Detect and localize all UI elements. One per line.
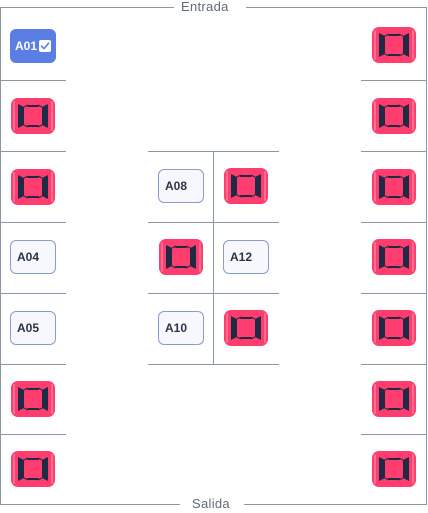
occupied-car-icon (371, 309, 417, 347)
left-divider (0, 151, 66, 152)
occupied-car-icon (158, 238, 204, 276)
slot-a12[interactable]: A12 (223, 240, 269, 274)
top-boundary-left (0, 7, 174, 8)
right-divider (361, 293, 427, 294)
right-divider (361, 364, 427, 365)
occupied-car-icon (371, 238, 417, 276)
center-divider (148, 364, 279, 365)
bottom-boundary-left (0, 504, 180, 505)
occupied-car-icon (10, 380, 56, 418)
slot-a10[interactable]: A10 (158, 311, 204, 345)
occupied-car-icon (371, 380, 417, 418)
left-divider (0, 80, 66, 81)
right-divider (361, 434, 427, 435)
occupied-car-icon (371, 450, 417, 488)
slot-a01-selected[interactable]: A01 (10, 29, 56, 63)
occupied-car-icon (371, 26, 417, 64)
left-divider (0, 364, 66, 365)
occupied-car-icon (223, 309, 269, 347)
left-divider (0, 434, 66, 435)
slot-label: A01 (15, 39, 38, 53)
left-divider (0, 222, 66, 223)
occupied-car-icon (10, 168, 56, 206)
right-divider (361, 151, 427, 152)
center-spine (213, 151, 214, 364)
occupied-car-icon (10, 450, 56, 488)
right-divider (361, 222, 427, 223)
slot-a05[interactable]: A05 (10, 311, 56, 345)
top-boundary-right (246, 7, 427, 8)
entrance-label: Entrada (175, 0, 235, 14)
slot-a04[interactable]: A04 (10, 240, 56, 274)
exit-label: Salida (186, 497, 236, 511)
occupied-car-icon (371, 168, 417, 206)
right-divider (361, 80, 427, 81)
parking-lot (0, 7, 427, 505)
occupied-car-icon (371, 97, 417, 135)
check-icon (39, 40, 52, 52)
occupied-car-icon (10, 97, 56, 135)
slot-a08[interactable]: A08 (158, 169, 204, 203)
occupied-car-icon (223, 167, 269, 205)
left-divider (0, 293, 66, 294)
bottom-boundary-right (244, 504, 427, 505)
